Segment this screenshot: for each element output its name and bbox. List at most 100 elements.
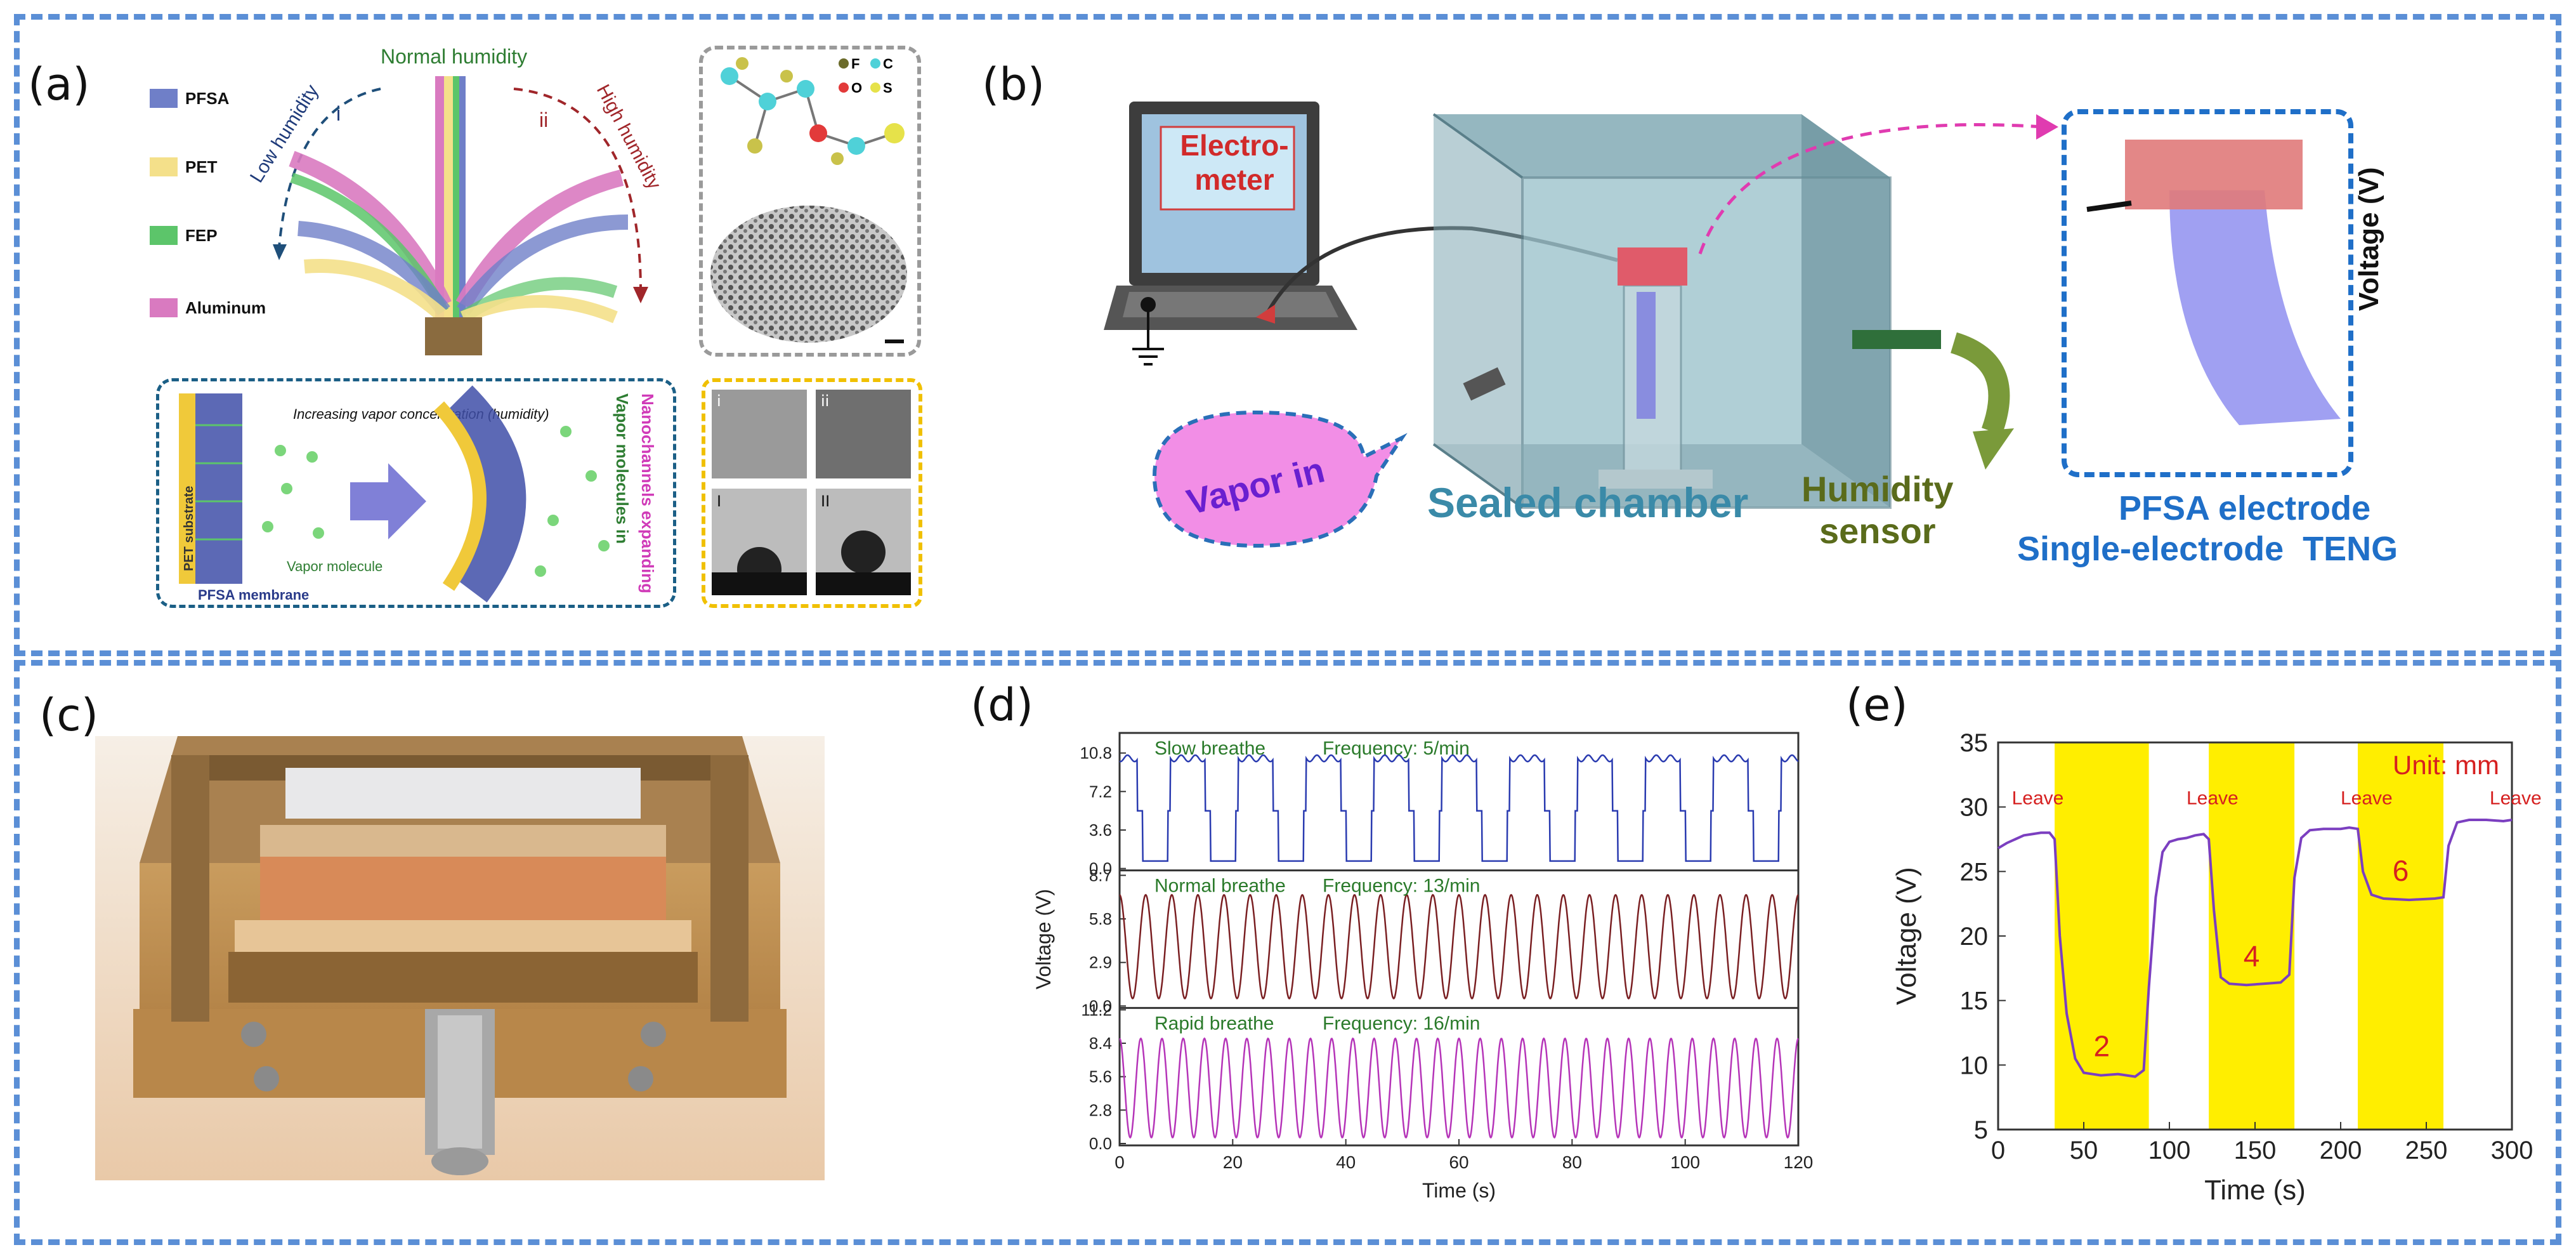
chart-d-xtick-label: 0 <box>1115 1152 1125 1172</box>
chart-e-band <box>2358 742 2443 1130</box>
legend-swatch-pet <box>150 157 178 176</box>
vapor-molecule-label: Vapor molecule <box>287 558 382 574</box>
droplet-ii <box>841 531 886 574</box>
chart-d-ytick-label: 2.8 <box>1089 1100 1112 1119</box>
contact-label-ii: II <box>821 492 830 510</box>
chart-d-xtick-label: 100 <box>1670 1152 1700 1172</box>
chart-e-unit-note: Unit: mm <box>2393 750 2499 780</box>
legend-label-pfsa: PFSA <box>185 89 230 108</box>
pet-substrate-label: PET substrate <box>182 486 196 571</box>
sem-label-ii: ii <box>821 392 830 410</box>
bending-strips-illustration: Normal humidity Low humidity High humidi… <box>246 45 665 355</box>
bottom-panel-frame <box>14 660 2561 1245</box>
element-c: C <box>883 56 893 72</box>
sem-porous-image <box>710 206 907 343</box>
legend-label-fep: FEP <box>185 226 218 245</box>
chart-d-ytick-label: 5.6 <box>1089 1067 1112 1086</box>
molecule-structure: F C O S <box>721 56 905 165</box>
chart-e-ylabel: Voltage (V) <box>1891 867 1922 1005</box>
chart-e-ytick-label: 35 <box>1960 729 1989 757</box>
chart-e-series <box>1997 819 2513 1078</box>
legend-label-aluminum: Aluminum <box>185 298 266 317</box>
chart-d-ytick-label: 11.2 <box>1081 1000 1112 1019</box>
vapor-inlet-tube <box>1463 367 1506 401</box>
chart-e-xtick-label: 250 <box>2405 1137 2448 1164</box>
vertical-strip <box>435 76 466 317</box>
chart-d-xtick-label: 80 <box>1562 1152 1582 1172</box>
vapor-in-bubble: Vapor in <box>1152 410 1408 548</box>
chart-d-xtick-label: 120 <box>1784 1152 1814 1172</box>
chart-d-ylabel: Voltage (V) <box>1032 889 1055 989</box>
chart-d-ytick-label: 7.2 <box>1089 782 1112 801</box>
chart-d-ytick-label: 2.9 <box>1089 953 1112 972</box>
experimental-setup <box>1104 102 2058 509</box>
chart-e-xtick-label: 200 <box>2320 1137 2362 1164</box>
chart-d-xtick-label: 60 <box>1449 1152 1468 1172</box>
chart-d-ytick-label: 10.8 <box>1080 744 1112 763</box>
chart-e-ytick-label: 20 <box>1960 923 1989 951</box>
chart-e-band-label: 4 <box>2244 939 2260 972</box>
humidity-sensor-probe <box>1852 330 1941 349</box>
sealed-chamber-label: Sealed chamber <box>1427 479 1749 526</box>
electrode-inset-drawing <box>2086 140 2341 425</box>
chart-d-subplot-name: Rapid breathe <box>1154 1013 1274 1034</box>
chart-d-xtick-label: 40 <box>1336 1152 1356 1172</box>
inset-arrow <box>1698 123 2043 254</box>
wooden-device-photo <box>95 736 825 1180</box>
chart-d-ytick-label: 0.0 <box>1089 1134 1112 1153</box>
chart-d-ytick-label: 8.7 <box>1089 866 1112 885</box>
legend-swatch-pfsa <box>150 89 178 108</box>
top-panel-frame <box>14 14 2561 656</box>
chart-e-xlabel: Time (s) <box>2204 1175 2306 1206</box>
electrometer-label: Electro- meter <box>1180 129 1289 196</box>
cable-arrow <box>1256 305 1275 324</box>
contact-label-i: I <box>717 492 722 510</box>
chart-d-ytick-label: 5.8 <box>1089 909 1112 928</box>
pfsa-membrane-label: PFSA membrane <box>198 587 309 603</box>
substrate-ii <box>816 572 911 595</box>
pfsa-electrode-label: PFSA electrode <box>2119 489 2371 527</box>
panel-d-label: (d) <box>971 679 1034 731</box>
chart-d-xtick-label: 20 <box>1223 1152 1243 1172</box>
chart-e-ytick-label: 15 <box>1960 987 1989 1015</box>
chart-e-leave-label-2: Leave <box>2341 788 2393 809</box>
chart-e-xtick-label: 100 <box>2148 1137 2191 1164</box>
chart-d-series-0 <box>1119 754 1799 862</box>
voltage-label-b: Voltage (V) <box>2353 167 2384 311</box>
chart-d-subplot-name: Normal breathe <box>1154 876 1286 897</box>
sealed-chamber-box <box>1432 113 1892 509</box>
chart-e-ytick-label: 5 <box>1974 1116 1988 1144</box>
chart-d-subplot-annotation: Frequency: 16/min <box>1323 1013 1480 1034</box>
legend-label-pet: PET <box>185 157 218 176</box>
electrode-inset <box>2062 109 2353 477</box>
legend-swatch-fep <box>150 226 178 245</box>
chart-e-band <box>2055 742 2149 1130</box>
chart-e-leave-label-0: Leave <box>2012 788 2064 809</box>
panel-c-label: (c) <box>39 689 99 741</box>
increasing-vapor-label: Increasing vapor concentration (humidity… <box>293 406 549 422</box>
panel-e-label: (e) <box>1846 679 1908 731</box>
chart-e-band-label: 6 <box>2393 854 2409 887</box>
chart-d-ytick-label: 8.4 <box>1089 1034 1112 1053</box>
high-arrow <box>513 88 642 293</box>
sem-image-ii <box>816 390 911 478</box>
humidity-sensor-label: Humidity sensor <box>1801 469 1954 551</box>
electrode-clamp <box>1618 247 1687 286</box>
chart-d-subplot-name: Slow breathe <box>1154 738 1265 759</box>
panel-a-label: (a) <box>28 58 90 110</box>
molecule-box <box>699 46 921 357</box>
single-electrode-teng-label: Single-electrode TENG <box>2017 530 2398 568</box>
chart-e-band <box>2209 742 2295 1130</box>
element-s: S <box>883 80 892 96</box>
legend-swatch-aluminum <box>150 298 178 317</box>
roman-i-label: i <box>336 102 341 125</box>
chart-d-ytick-label: 0.0 <box>1089 996 1112 1015</box>
low-arrow <box>278 88 381 248</box>
chart-e-xtick-label: 150 <box>2234 1137 2277 1164</box>
right-bent-strip <box>455 169 624 309</box>
chart-d-series-2 <box>1119 1037 1799 1139</box>
strip-base <box>425 317 482 355</box>
electrometer-laptop <box>1104 102 1357 366</box>
chart-e-leave-label-3: Leave <box>2490 788 2542 809</box>
